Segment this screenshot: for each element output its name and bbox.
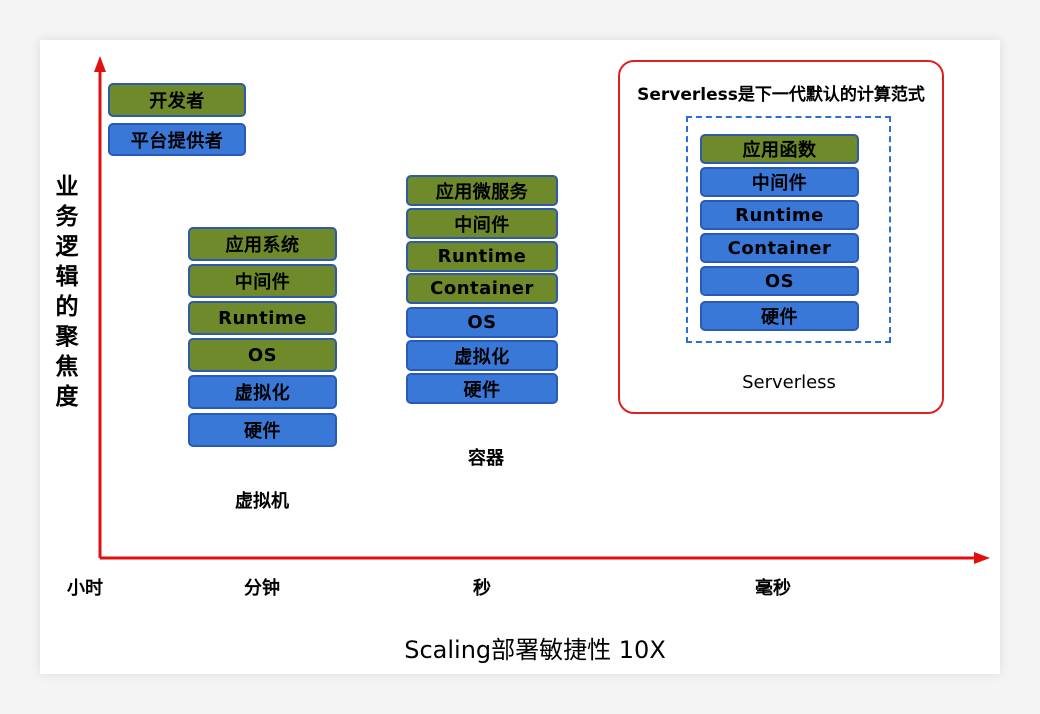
- vm-layer: OS: [188, 338, 337, 372]
- container-layer: 应用微服务: [406, 175, 558, 206]
- container-layer: 中间件: [406, 208, 558, 239]
- vm-layer: Runtime: [188, 301, 337, 335]
- x-axis-arrow: [974, 552, 990, 564]
- serverless-layer: 应用函数: [700, 134, 859, 164]
- vm-layer: 中间件: [188, 264, 337, 298]
- container-layer: Runtime: [406, 241, 558, 272]
- serverless-layer: Runtime: [700, 200, 859, 230]
- vm-layer: 虚拟化: [188, 375, 337, 409]
- x-tick: 分钟: [244, 578, 280, 599]
- x-tick: 小时: [67, 578, 103, 599]
- legend-developer: 开发者: [108, 83, 246, 117]
- serverless-layer: OS: [700, 266, 859, 296]
- container-layer: 硬件: [406, 373, 558, 404]
- serverless-layer: 硬件: [700, 301, 859, 331]
- serverless-title: Serverless是下一代默认的计算范式: [637, 85, 925, 105]
- serverless-layer: Container: [700, 233, 859, 263]
- serverless-dashed-box: [686, 116, 891, 343]
- x-tick: 秒: [473, 578, 491, 599]
- vm-name: 虚拟机: [235, 491, 289, 512]
- serverless-highlight-box: [618, 60, 944, 414]
- container-name: 容器: [468, 448, 504, 469]
- x-tick: 毫秒: [755, 578, 791, 599]
- container-layer: 虚拟化: [406, 340, 558, 371]
- container-layer: Container: [406, 273, 558, 304]
- container-layer: OS: [406, 307, 558, 338]
- x-axis-label: Scaling部署敏捷性 10X: [404, 636, 666, 664]
- vm-layer: 硬件: [188, 413, 337, 447]
- y-axis-arrow: [94, 56, 106, 72]
- serverless-name: Serverless: [742, 372, 836, 393]
- vm-layer: 应用系统: [188, 227, 337, 261]
- y-axis-label: 业务逻辑的聚焦度: [55, 174, 79, 410]
- serverless-layer: 中间件: [700, 167, 859, 197]
- legend-platform: 平台提供者: [108, 123, 246, 156]
